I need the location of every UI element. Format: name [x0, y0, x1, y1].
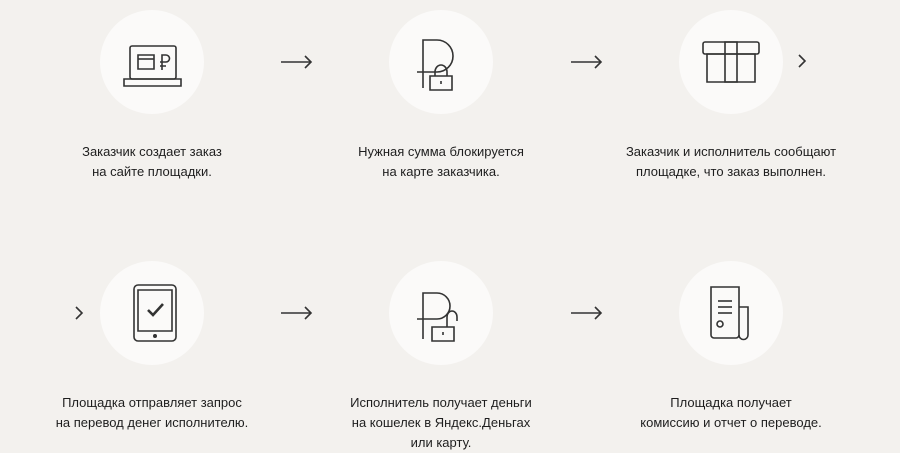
- chevron-right-icon: [796, 53, 808, 69]
- step-2-caption-line1: Нужная сумма блокируется: [358, 144, 524, 159]
- step-3-caption-line2: площадке, что заказ выполнен.: [635, 164, 827, 179]
- step-4-caption-line2: на перевод денег исполнителю.: [55, 415, 249, 430]
- step-5-circle: [389, 261, 493, 365]
- step-1-circle: [100, 10, 204, 114]
- step-6-caption-line2: комиссию и отчет о переводе.: [640, 415, 822, 430]
- gift-box-icon: [701, 32, 761, 92]
- right-arrow-icon: [570, 306, 604, 320]
- step-2-caption-line2: на карте заказчика.: [382, 164, 500, 179]
- step-1-caption-line1: Заказчик создает заказ: [82, 144, 222, 159]
- step-6-circle: [679, 261, 783, 365]
- right-arrow-icon: [280, 55, 314, 69]
- step-5-caption-line1: Исполнитель получает деньги: [350, 395, 532, 410]
- right-arrow-icon: [570, 55, 604, 69]
- receipt-icon: [701, 283, 761, 343]
- laptop-ruble-icon: [122, 32, 182, 92]
- step-6-caption-line1: Площадка получает: [670, 395, 792, 410]
- step-5-caption-line2: на кошелек в Яндекс.Деньгах: [351, 415, 531, 430]
- right-arrow-icon: [280, 306, 314, 320]
- step-2-circle: [389, 10, 493, 114]
- step-3-circle: [679, 10, 783, 114]
- tablet-check-icon: [122, 283, 182, 343]
- step-1-caption-line2: на сайте площадки.: [92, 164, 212, 179]
- step-5-caption-line3: или карту.: [410, 435, 472, 450]
- step-4-circle: [100, 261, 204, 365]
- step-4-caption-line1: Площадка отправляет запрос: [62, 395, 242, 410]
- chevron-right-icon: [73, 305, 85, 321]
- ruble-lock-closed-icon: [411, 32, 471, 92]
- step-3-caption-line1: Заказчик и исполнитель сообщают: [625, 144, 837, 159]
- ruble-lock-open-icon: [411, 283, 471, 343]
